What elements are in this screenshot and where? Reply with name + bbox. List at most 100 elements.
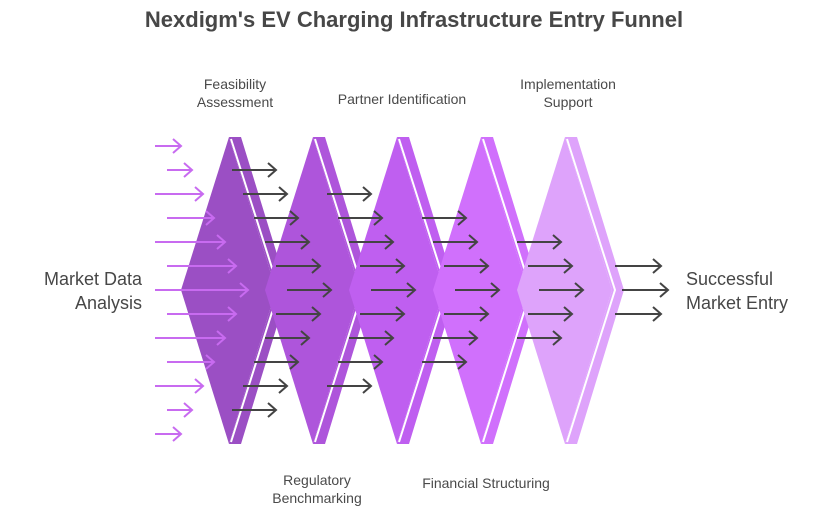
arrow-head-icon	[227, 258, 238, 274]
arrow-head-icon	[652, 258, 663, 274]
stage-label-implementation-support: Implementation Support	[498, 75, 638, 111]
arrow-head-icon	[239, 282, 250, 298]
arrow-head-icon	[406, 282, 417, 298]
arrow-head-icon	[183, 162, 194, 178]
flow-arrow	[276, 306, 322, 322]
stage-label-regulatory-benchmarking: Regulatory Benchmarking	[252, 471, 382, 507]
flow-arrow	[287, 282, 333, 298]
arrow-head-icon	[194, 186, 205, 202]
flow-arrow	[444, 306, 490, 322]
flow-arrow	[615, 258, 663, 274]
flow-arrow	[433, 330, 479, 346]
input-label-line-2: Analysis	[74, 293, 142, 313]
flow-arrow	[327, 378, 373, 394]
input-label: Market Data Analysis	[10, 267, 142, 315]
flow-arrow	[517, 330, 563, 346]
flow-arrow	[349, 234, 395, 250]
arrow-head-icon	[267, 402, 278, 418]
stage-label-line: Implementation	[520, 76, 616, 92]
flow-arrow	[167, 162, 194, 178]
arrow-head-icon	[227, 306, 238, 322]
arrow-head-icon	[194, 378, 205, 394]
flow-arrow	[155, 282, 250, 298]
arrow-head-icon	[300, 234, 311, 250]
arrow-head-icon	[574, 282, 585, 298]
arrows-into-stage-5	[517, 234, 585, 346]
flow-arrow	[528, 306, 574, 322]
arrows-output	[615, 258, 670, 322]
flow-arrow	[371, 282, 417, 298]
flow-arrow	[167, 354, 216, 370]
flow-arrow	[265, 330, 311, 346]
arrow-head-icon	[384, 330, 395, 346]
arrow-head-icon	[183, 402, 194, 418]
flow-arrow	[167, 258, 238, 274]
flow-arrow	[349, 330, 395, 346]
flow-arrow	[167, 402, 194, 418]
flow-arrow	[155, 330, 227, 346]
arrow-head-icon	[311, 306, 322, 322]
stage-label-financial-structuring: Financial Structuring	[406, 474, 566, 492]
flow-arrow	[232, 162, 278, 178]
arrow-head-icon	[552, 330, 563, 346]
flow-arrow	[232, 402, 278, 418]
arrow-head-icon	[278, 378, 289, 394]
flow-arrow	[155, 426, 183, 442]
flow-arrow	[338, 210, 384, 226]
arrow-head-icon	[479, 306, 490, 322]
input-label-line-1: Market Data	[43, 269, 142, 289]
arrow-head-icon	[289, 354, 300, 370]
flow-arrow	[422, 210, 468, 226]
flow-arrow	[360, 258, 406, 274]
flow-arrow	[528, 258, 574, 274]
arrow-head-icon	[216, 234, 227, 250]
flow-arrow	[155, 138, 183, 154]
flow-arrow	[327, 186, 373, 202]
flow-arrow	[265, 234, 311, 250]
arrow-head-icon	[362, 378, 373, 394]
flow-arrow	[539, 282, 585, 298]
stage-band	[565, 137, 624, 444]
diagram-title: Nexdigm's EV Charging Infrastructure Ent…	[144, 7, 684, 32]
arrow-head-icon	[457, 354, 468, 370]
flow-arrow	[338, 354, 384, 370]
arrow-head-icon	[300, 330, 311, 346]
stage-label-line: Feasibility	[203, 76, 267, 92]
arrow-head-icon	[172, 426, 183, 442]
arrow-head-icon	[563, 258, 574, 274]
arrow-head-icon	[384, 234, 395, 250]
stage-label-line: Regulatory	[283, 472, 351, 488]
arrow-head-icon	[362, 186, 373, 202]
stage-separator	[566, 138, 617, 443]
flow-arrow	[444, 258, 490, 274]
arrow-head-icon	[563, 306, 574, 322]
output-label: Successful Market Entry	[686, 267, 826, 315]
arrow-head-icon	[267, 162, 278, 178]
arrow-head-icon	[289, 210, 300, 226]
arrows-into-stage-1	[155, 138, 250, 442]
arrows-into-stage-4	[422, 210, 501, 370]
flow-arrow	[243, 186, 289, 202]
stage-label-line: Financial Structuring	[422, 475, 550, 491]
arrow-head-icon	[457, 210, 468, 226]
flow-arrow	[155, 186, 205, 202]
arrow-head-icon	[373, 354, 384, 370]
output-label-line-2: Market Entry	[686, 293, 789, 313]
arrow-head-icon	[395, 306, 406, 322]
flow-arrow	[615, 306, 663, 322]
flow-arrow	[243, 378, 289, 394]
arrow-head-icon	[278, 186, 289, 202]
flow-arrow	[360, 306, 406, 322]
stage-label-partner-identification: Partner Identification	[322, 90, 482, 108]
arrows-into-stage-3	[327, 186, 417, 394]
arrow-head-icon	[659, 282, 670, 298]
arrow-head-icon	[322, 282, 333, 298]
flow-arrow	[254, 210, 300, 226]
flow-arrow	[622, 282, 670, 298]
arrow-head-icon	[205, 210, 216, 226]
stage-label-line: Support	[543, 94, 593, 110]
flow-arrow	[167, 306, 238, 322]
flow-arrow	[433, 234, 479, 250]
output-label-line-1: Successful	[686, 269, 774, 289]
